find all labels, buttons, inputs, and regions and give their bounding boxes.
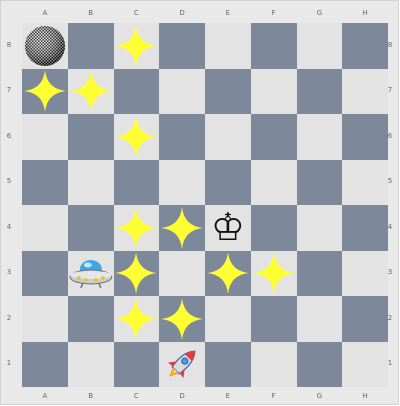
- square-b4[interactable]: [68, 205, 114, 251]
- ball-icon[interactable]: [22, 23, 68, 69]
- king-icon[interactable]: ♔: [205, 205, 251, 251]
- rank-label-1: 1: [386, 359, 394, 367]
- square-f2[interactable]: [251, 296, 297, 342]
- rank-label-7: 7: [5, 86, 13, 94]
- square-f4[interactable]: [251, 205, 297, 251]
- square-f6[interactable]: [251, 114, 297, 160]
- square-d3[interactable]: [159, 251, 205, 297]
- square-g6[interactable]: [297, 114, 343, 160]
- rocket-icon[interactable]: [159, 342, 205, 388]
- rank-label-2: 2: [386, 314, 394, 322]
- move-hint-sparkle-icon[interactable]: [205, 251, 251, 297]
- square-h7[interactable]: [342, 69, 388, 115]
- move-hint-sparkle-icon[interactable]: [114, 23, 160, 69]
- rank-label-7: 7: [386, 86, 394, 94]
- file-label-g: G: [313, 9, 325, 17]
- square-h5[interactable]: [342, 160, 388, 206]
- file-label-b: B: [85, 392, 97, 400]
- square-h6[interactable]: [342, 114, 388, 160]
- square-h2[interactable]: [342, 296, 388, 342]
- rank-label-5: 5: [386, 177, 394, 185]
- square-d8[interactable]: [159, 23, 205, 69]
- ufo-icon[interactable]: [68, 251, 114, 297]
- square-g1[interactable]: [297, 342, 343, 388]
- square-c7[interactable]: [114, 69, 160, 115]
- file-label-g: G: [313, 392, 325, 400]
- square-f7[interactable]: [251, 69, 297, 115]
- file-label-f: F: [268, 392, 280, 400]
- square-e6[interactable]: [205, 114, 251, 160]
- file-label-d: D: [176, 392, 188, 400]
- square-a3[interactable]: [22, 251, 68, 297]
- file-label-h: H: [359, 392, 371, 400]
- square-c5[interactable]: [114, 160, 160, 206]
- square-b6[interactable]: [68, 114, 114, 160]
- square-g5[interactable]: [297, 160, 343, 206]
- move-hint-sparkle-icon[interactable]: [114, 251, 160, 297]
- rank-label-4: 4: [5, 223, 13, 231]
- square-f1[interactable]: [251, 342, 297, 388]
- square-h8[interactable]: [342, 23, 388, 69]
- move-hint-sparkle-icon[interactable]: [22, 69, 68, 115]
- square-c1[interactable]: [114, 342, 160, 388]
- rank-label-4: 4: [386, 223, 394, 231]
- move-hint-sparkle-icon[interactable]: [251, 251, 297, 297]
- square-b1[interactable]: [68, 342, 114, 388]
- file-label-h: H: [359, 9, 371, 17]
- file-label-e: E: [222, 9, 234, 17]
- rank-label-6: 6: [386, 132, 394, 140]
- move-hint-sparkle-icon[interactable]: [114, 114, 160, 160]
- square-g3[interactable]: [297, 251, 343, 297]
- square-e2[interactable]: [205, 296, 251, 342]
- square-e5[interactable]: [205, 160, 251, 206]
- file-label-d: D: [176, 9, 188, 17]
- move-hint-sparkle-icon[interactable]: [114, 296, 160, 342]
- square-d7[interactable]: [159, 69, 205, 115]
- file-label-b: B: [85, 9, 97, 17]
- square-b8[interactable]: [68, 23, 114, 69]
- square-f8[interactable]: [251, 23, 297, 69]
- square-b5[interactable]: [68, 160, 114, 206]
- move-hint-sparkle-icon[interactable]: [159, 296, 205, 342]
- square-d6[interactable]: [159, 114, 205, 160]
- rank-label-3: 3: [386, 268, 394, 276]
- square-a4[interactable]: [22, 205, 68, 251]
- move-hint-sparkle-icon[interactable]: [114, 205, 160, 251]
- square-h3[interactable]: [342, 251, 388, 297]
- square-h1[interactable]: [342, 342, 388, 388]
- rank-label-1: 1: [5, 359, 13, 367]
- square-a2[interactable]: [22, 296, 68, 342]
- square-g4[interactable]: [297, 205, 343, 251]
- file-label-c: C: [130, 392, 142, 400]
- rank-label-3: 3: [5, 268, 13, 276]
- rank-label-8: 8: [386, 41, 394, 49]
- file-label-c: C: [130, 9, 142, 17]
- rank-label-6: 6: [5, 132, 13, 140]
- square-a6[interactable]: [22, 114, 68, 160]
- file-label-e: E: [222, 392, 234, 400]
- square-e7[interactable]: [205, 69, 251, 115]
- square-b2[interactable]: [68, 296, 114, 342]
- file-label-a: A: [39, 9, 51, 17]
- rank-label-2: 2: [5, 314, 13, 322]
- square-g8[interactable]: [297, 23, 343, 69]
- square-e8[interactable]: [205, 23, 251, 69]
- square-g2[interactable]: [297, 296, 343, 342]
- file-label-f: F: [268, 9, 280, 17]
- square-f5[interactable]: [251, 160, 297, 206]
- square-e1[interactable]: [205, 342, 251, 388]
- square-h4[interactable]: [342, 205, 388, 251]
- rank-label-5: 5: [5, 177, 13, 185]
- move-hint-sparkle-icon[interactable]: [68, 69, 114, 115]
- square-a1[interactable]: [22, 342, 68, 388]
- square-d5[interactable]: [159, 160, 205, 206]
- file-label-a: A: [39, 392, 51, 400]
- move-hint-sparkle-icon[interactable]: [159, 205, 205, 251]
- rank-label-8: 8: [5, 41, 13, 49]
- square-g7[interactable]: [297, 69, 343, 115]
- square-a5[interactable]: [22, 160, 68, 206]
